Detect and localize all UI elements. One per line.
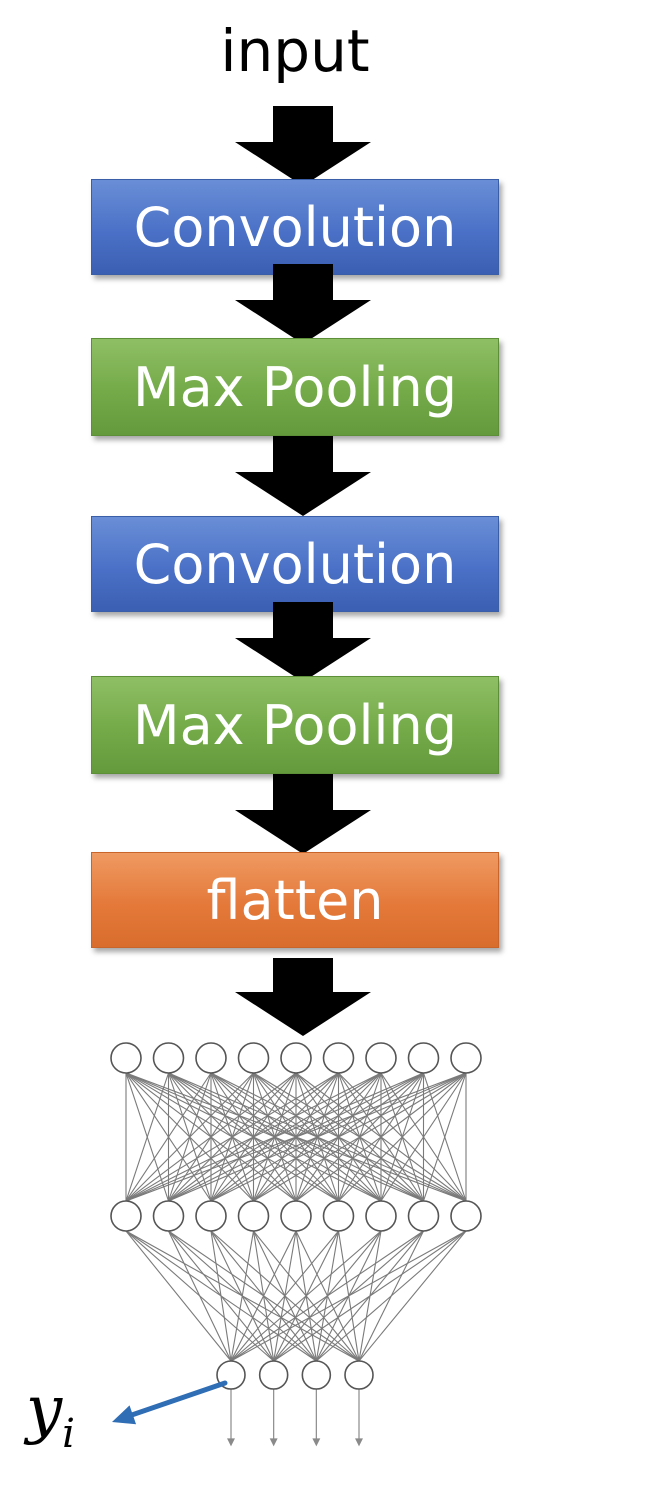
arrow-down-icon — [235, 958, 371, 1036]
network-connection — [125, 1072, 254, 1202]
network-connection — [315, 1230, 467, 1362]
network-node — [237, 1042, 270, 1074]
layer-label: Convolution — [133, 195, 457, 259]
network-connection — [210, 1072, 467, 1202]
network-connection — [210, 1230, 232, 1362]
max-pooling-layer-1: Max Pooling — [91, 338, 499, 436]
network-node — [322, 1200, 355, 1232]
network-connection — [230, 1230, 424, 1362]
flatten-layer: flatten — [91, 852, 499, 948]
network-node — [110, 1042, 142, 1074]
network-connection — [230, 1230, 255, 1362]
layer-label: flatten — [206, 868, 384, 932]
network-node — [280, 1042, 312, 1074]
arrow-down-icon — [235, 436, 371, 516]
output-label-base: y — [26, 1373, 63, 1447]
output-arrowhead — [269, 1438, 278, 1447]
output-arrows — [227, 1389, 363, 1447]
network-connection — [358, 1230, 467, 1362]
arrow-down-icon — [235, 602, 371, 682]
output-label-subscript: i — [62, 1411, 75, 1457]
network-node — [195, 1042, 227, 1074]
network-node — [237, 1200, 270, 1232]
network-connection — [253, 1072, 467, 1202]
convolution-layer-1: Convolution — [91, 179, 499, 275]
output-arrowhead — [312, 1438, 321, 1447]
arrow-down-icon — [235, 106, 371, 186]
network-connection — [422, 1072, 467, 1202]
network-node — [195, 1200, 227, 1232]
network-node — [280, 1200, 312, 1232]
network-connection — [230, 1230, 382, 1362]
network-connection — [338, 1072, 467, 1202]
network-connections — [125, 1072, 467, 1362]
network-connection — [168, 1230, 232, 1362]
network-node — [407, 1042, 440, 1074]
network-node — [110, 1200, 142, 1232]
output-arrowhead — [227, 1438, 235, 1447]
max-pooling-layer-2: Max Pooling — [91, 676, 499, 774]
network-connection — [125, 1072, 170, 1202]
network-node — [301, 1360, 332, 1390]
network-node — [450, 1200, 482, 1232]
network-connection — [168, 1072, 467, 1202]
network-connection — [125, 1072, 424, 1202]
arrow-down-icon — [235, 774, 371, 854]
output-pointer-line — [123, 1380, 228, 1420]
network-connection — [125, 1230, 232, 1362]
network-node — [322, 1042, 355, 1074]
network-connection — [125, 1072, 297, 1202]
network-connection — [125, 1072, 339, 1202]
output-pointer-arrowhead — [112, 1405, 137, 1425]
network-connection — [295, 1072, 467, 1202]
network-node — [258, 1360, 289, 1390]
network-connection — [273, 1230, 467, 1362]
layer-label: Convolution — [133, 532, 457, 596]
layer-label: Max Pooling — [132, 355, 458, 419]
output-arrowhead — [355, 1438, 363, 1447]
network-connection — [125, 1072, 212, 1202]
network-node — [407, 1200, 440, 1232]
network-node — [365, 1042, 397, 1074]
network-nodes — [110, 1042, 482, 1390]
network-connection — [380, 1072, 467, 1202]
convolution-layer-2: Convolution — [91, 516, 499, 612]
network-node — [152, 1042, 185, 1074]
network-node — [365, 1200, 397, 1232]
input-label: input — [220, 17, 370, 85]
output-label: yi — [26, 1378, 75, 1454]
network-connection — [230, 1230, 339, 1362]
network-node — [344, 1360, 374, 1390]
network-node — [152, 1200, 185, 1232]
arrow-down-icon — [235, 264, 371, 344]
network-connection — [230, 1230, 297, 1362]
network-node — [450, 1042, 482, 1074]
network-connection — [125, 1072, 467, 1202]
layer-label: Max Pooling — [132, 693, 458, 757]
network-connection — [230, 1230, 467, 1362]
network-connection — [125, 1072, 382, 1202]
